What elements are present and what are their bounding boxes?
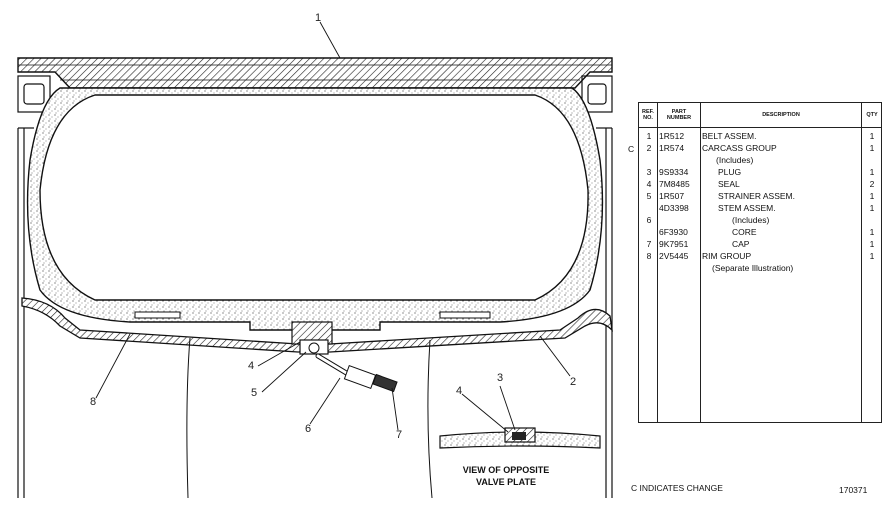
carcass-group <box>26 87 604 331</box>
cell-ref: 6 <box>646 215 652 225</box>
cell-part: 9K7951 <box>659 239 689 249</box>
cell-qty: 1 <box>869 251 875 261</box>
callout-5: 5 <box>251 387 258 399</box>
rim-group <box>21 297 613 499</box>
cell-desc: RIM GROUP <box>702 251 752 261</box>
col-divider <box>657 103 658 422</box>
cell-qty: 1 <box>869 131 875 141</box>
cell-ref: 7 <box>646 239 652 249</box>
callout-4-detail: 4 <box>456 385 463 397</box>
table-row: 5 1R507 STRAINER ASSEM. 1 <box>639 191 881 203</box>
cell-desc: STRAINER ASSEM. <box>718 191 795 201</box>
cell-desc: SEAL <box>718 179 740 189</box>
cell-ref: 3 <box>646 167 652 177</box>
caption-line-2: VALVE PLATE <box>475 477 536 487</box>
callout-6: 6 <box>305 423 312 435</box>
belt-assembly <box>17 57 613 89</box>
cell-ref: 2 <box>646 143 652 153</box>
col-divider <box>700 103 701 422</box>
cell-qty: 2 <box>869 179 875 189</box>
cell-desc: PLUG <box>718 167 742 177</box>
table-row: 4D3398 STEM ASSEM. 1 <box>639 203 881 215</box>
col-divider <box>861 103 862 422</box>
cell-desc: CAP <box>732 239 750 249</box>
header-qty: QTY <box>866 112 878 118</box>
caption-line-1: VIEW OF OPPOSITE <box>462 465 550 475</box>
header-desc: DESCRIPTION <box>762 112 800 118</box>
cell-part: 1R574 <box>659 143 685 153</box>
table-row: 8 2V5445 RIM GROUP 1 <box>639 251 881 263</box>
table-row: 4 7M8485 SEAL 2 <box>639 179 881 191</box>
cell-qty: 1 <box>869 203 875 213</box>
callout-1: 1 <box>315 12 322 24</box>
callout-3: 3 <box>497 372 504 384</box>
left-frame <box>17 75 51 498</box>
cell-part: 2V5445 <box>659 251 689 261</box>
opposite-valve-plate-view <box>439 427 601 449</box>
cell-ref: 1 <box>646 131 652 141</box>
cell-qty: 1 <box>869 239 875 249</box>
detail-caption: VIEW OF OPPOSITE VALVE PLATE <box>446 464 566 488</box>
change-mark: C <box>628 144 635 154</box>
callout-7: 7 <box>396 429 403 441</box>
cell-desc: BELT ASSEM. <box>702 131 757 141</box>
cell-part: 6F3930 <box>659 227 688 237</box>
cell-qty: 1 <box>869 143 875 153</box>
cell-part: 7M8485 <box>659 179 690 189</box>
cell-part: 9S9334 <box>659 167 689 177</box>
cell-ref: 4 <box>646 179 652 189</box>
table-header: REF. NO. PART NUMBER DESCRIPTION QTY <box>639 103 881 128</box>
callout-8: 8 <box>90 396 97 408</box>
cell-part: 4D3398 <box>659 203 689 213</box>
header-part: PART NUMBER <box>666 109 692 121</box>
table-row: 2 1R574 CARCASS GROUP 1 <box>639 143 881 155</box>
cell-ref: 5 <box>646 191 652 201</box>
cell-desc: STEM ASSEM. <box>718 203 776 213</box>
cell-part: 1R507 <box>659 191 685 201</box>
cell-desc: (Includes) <box>716 155 754 165</box>
table-row: 3 9S9334 PLUG 1 <box>639 167 881 179</box>
table-row: 7 9K7951 CAP 1 <box>639 239 881 251</box>
callout-4-main: 4 <box>248 360 255 372</box>
cell-desc: CARCASS GROUP <box>702 143 777 153</box>
table-row: 1 1R512 BELT ASSEM. 1 <box>639 131 881 143</box>
cell-qty: 1 <box>869 167 875 177</box>
cell-desc: (Separate Illustration) <box>712 263 794 273</box>
table-row: (Includes) <box>639 155 881 167</box>
valve-stem-assembly <box>291 321 398 393</box>
callout-2: 2 <box>570 376 577 388</box>
table-row: 6F3930 CORE 1 <box>639 227 881 239</box>
cell-desc: CORE <box>732 227 757 237</box>
header-ref: REF. NO. <box>642 109 654 121</box>
cell-desc: (Includes) <box>732 215 770 225</box>
leader-lines <box>95 21 571 433</box>
change-note: C INDICATES CHANGE <box>631 483 723 493</box>
table-row: 6 (Includes) <box>639 215 881 227</box>
illustration-id: 170371 <box>839 485 868 495</box>
cell-part: 1R512 <box>659 131 685 141</box>
table-row: (Separate Illustration) <box>639 263 881 275</box>
cell-ref: 8 <box>646 251 652 261</box>
cell-qty: 1 <box>869 227 875 237</box>
cell-qty: 1 <box>869 191 875 201</box>
